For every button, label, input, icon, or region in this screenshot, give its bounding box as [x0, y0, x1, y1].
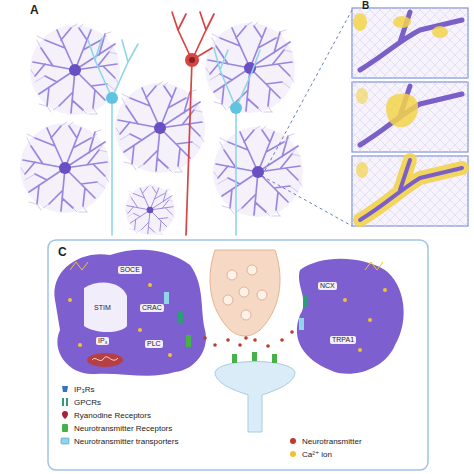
legend-row: GPCRs: [60, 397, 101, 407]
messenger-label: IP₃: [96, 337, 109, 345]
legend-icon: [60, 384, 70, 394]
panel-letter: A: [30, 4, 39, 17]
legend-text: Neurotransmitter Receptors: [74, 424, 172, 433]
legend-swatch: [288, 449, 298, 459]
legend-text: IP₃Rs: [74, 385, 95, 394]
legend-row: Neurotransmitter Receptors: [60, 423, 172, 433]
channel-label: TRPA1: [330, 336, 356, 344]
enzyme-label: PLC: [145, 340, 163, 348]
legend-text: Neurotransmitter transporters: [74, 437, 178, 446]
exchanger-label: NCX: [318, 282, 337, 290]
legend-icon: [60, 410, 70, 420]
protein-label: STIM: [92, 304, 113, 312]
panel-letter: C: [58, 246, 67, 259]
legend-row: Neurotransmitter: [288, 436, 362, 446]
legend-row: Neurotransmitter transporters: [60, 436, 178, 446]
legend-icon: [60, 397, 70, 407]
legend-row: Ca²⁺ ion: [288, 449, 332, 459]
legend-icon: [60, 423, 70, 433]
legend-text: Ca²⁺ ion: [302, 450, 332, 459]
legend-row: IP₃Rs: [60, 384, 95, 394]
channel-label: CRAC: [140, 304, 164, 312]
pathway-label: SOCE: [118, 266, 142, 274]
legend-icon: [60, 436, 70, 446]
legend-row: Ryanodine Receptors: [60, 410, 151, 420]
legend-swatch: [288, 436, 298, 446]
legend-text: GPCRs: [74, 398, 101, 407]
panel-letter: B: [362, 0, 369, 11]
legend-text: Ryanodine Receptors: [74, 411, 151, 420]
legend-text: Neurotransmitter: [302, 437, 362, 446]
